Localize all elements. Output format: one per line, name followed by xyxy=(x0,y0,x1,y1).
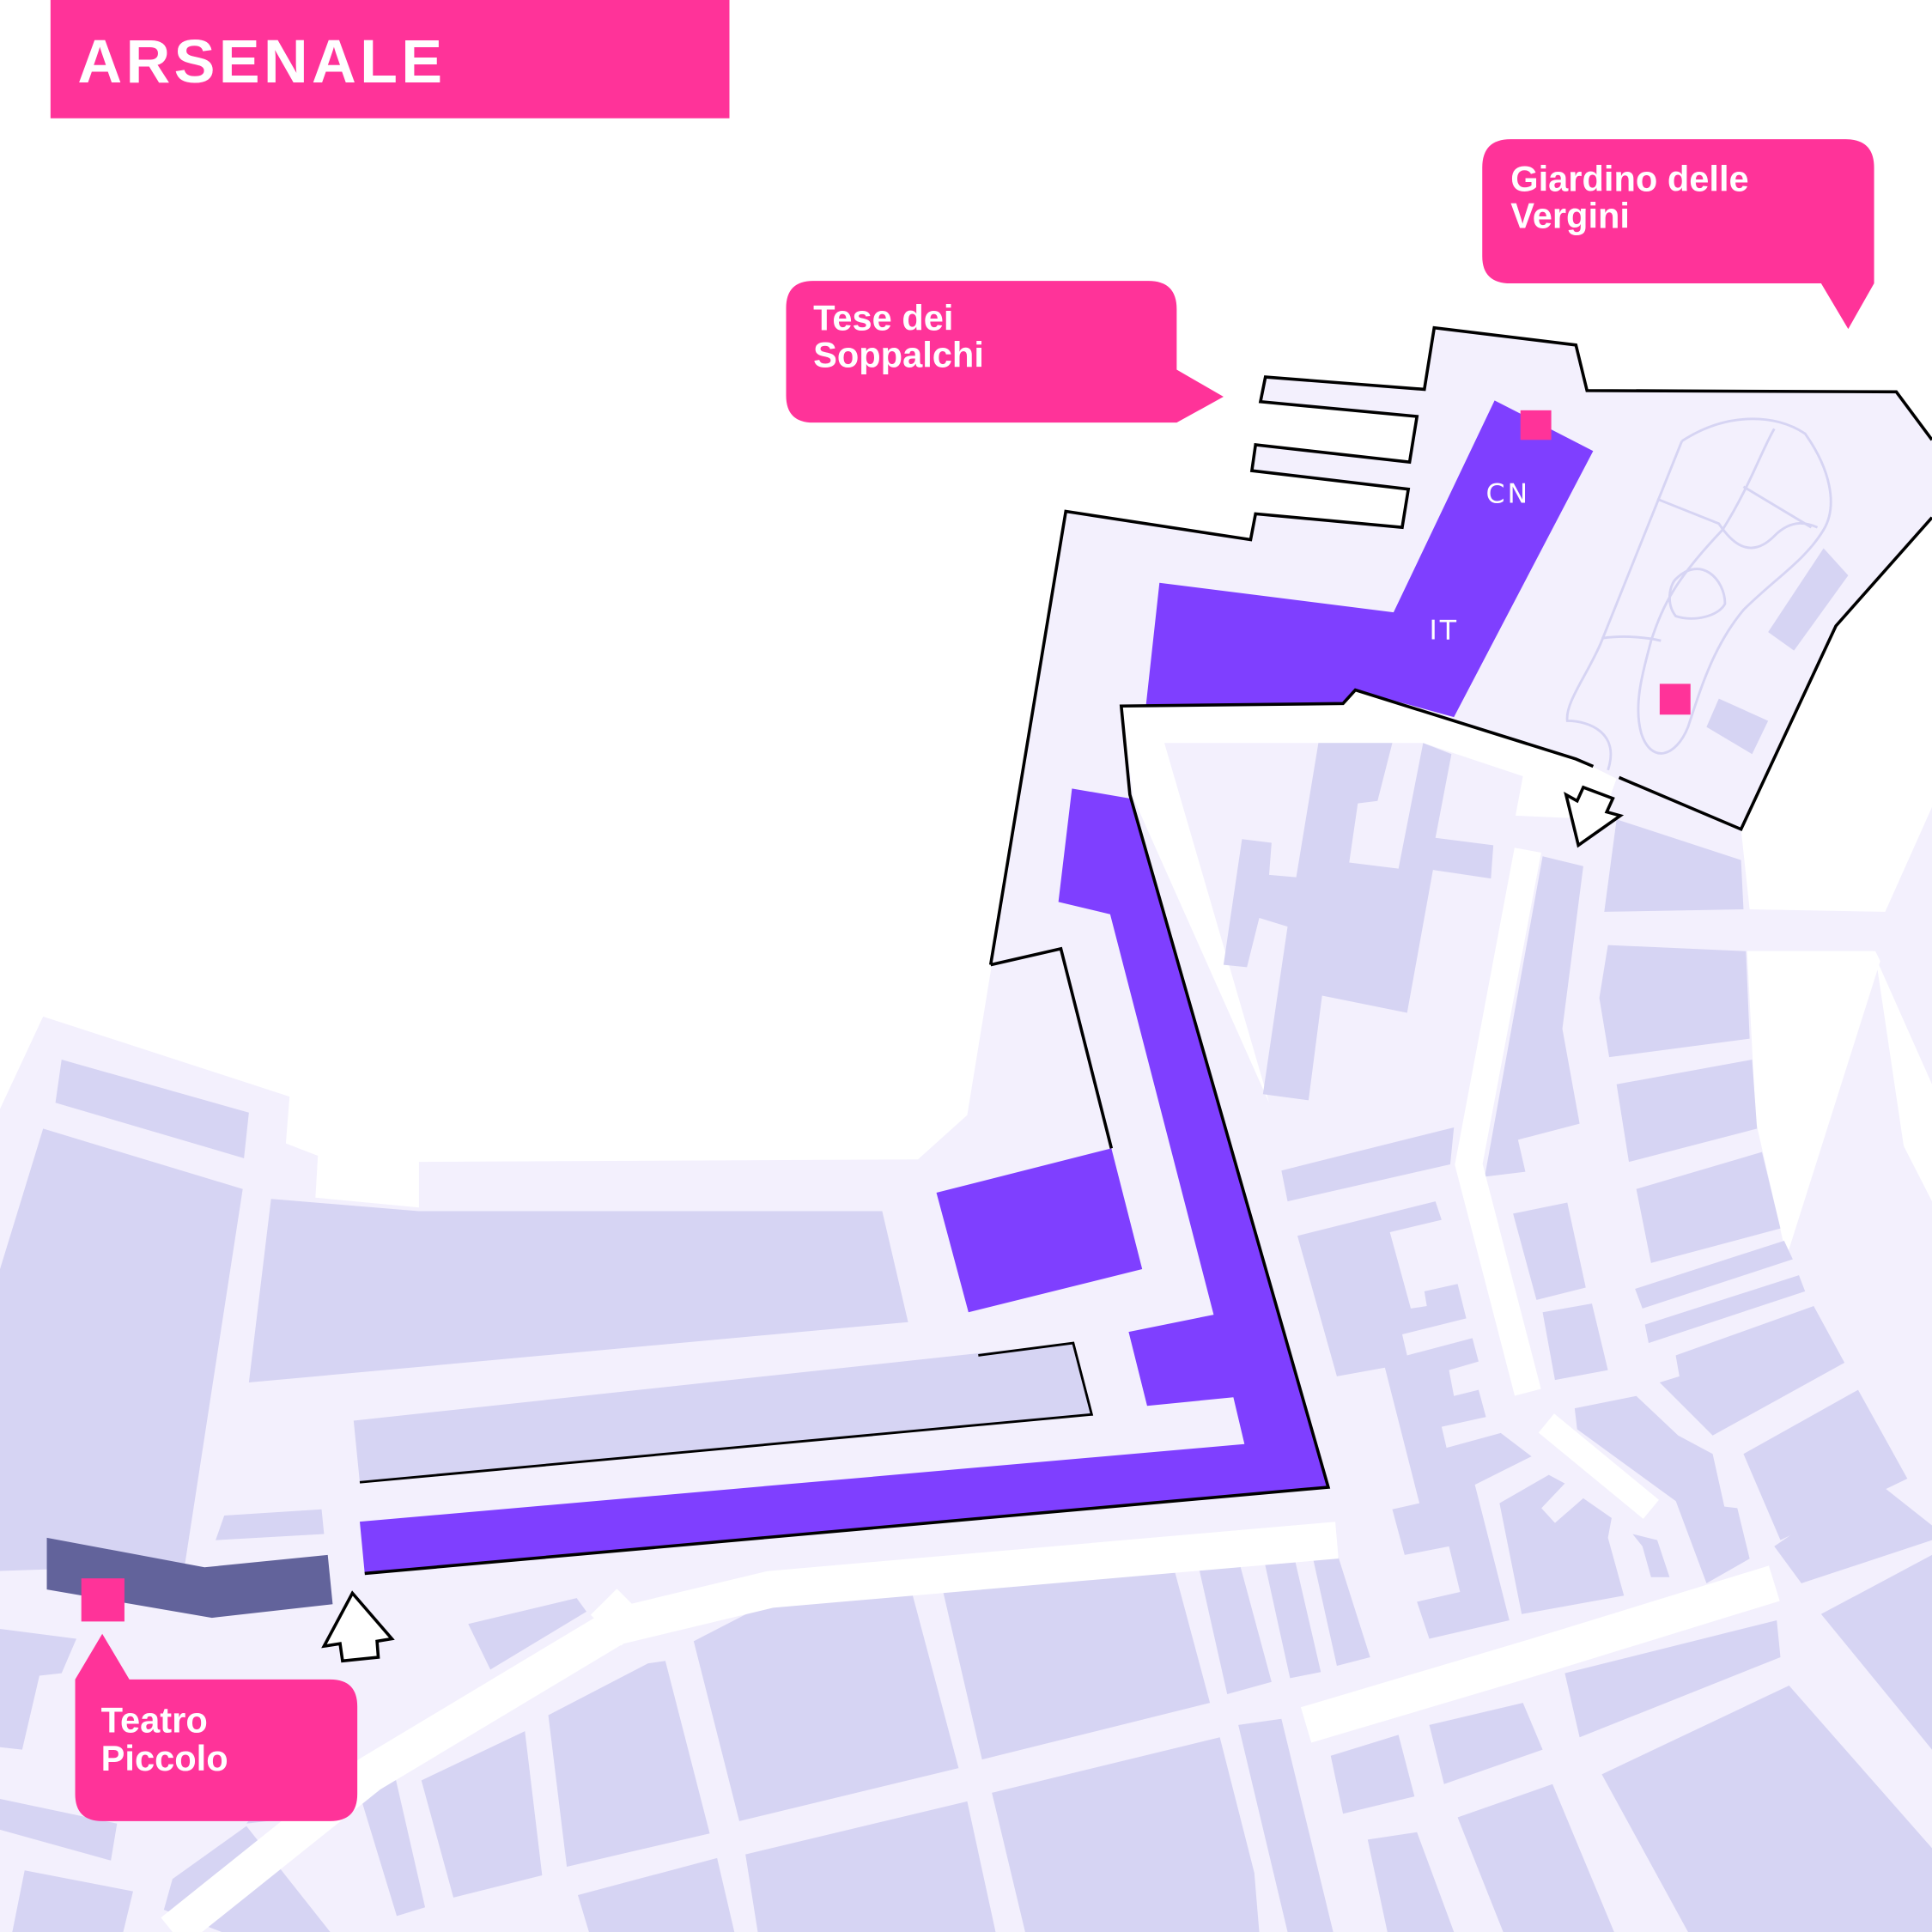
pavilion-code-cn: CN xyxy=(1486,478,1530,509)
entrance-arrow-icon[interactable] xyxy=(321,1590,395,1663)
park-building xyxy=(1768,548,1849,651)
canal xyxy=(1747,951,1880,1257)
park-paths xyxy=(1565,417,1832,771)
city-blocks xyxy=(0,743,1932,1932)
arsenale-wall xyxy=(359,325,1932,1576)
venue-marker-icon[interactable] xyxy=(81,1578,125,1622)
callout-teatro-piccolo[interactable]: Teatro Piccolo xyxy=(75,1633,358,1821)
entrance-arrow-icon[interactable] xyxy=(1564,785,1625,848)
main-roads xyxy=(161,848,1780,1932)
callout-line: Teatro xyxy=(101,1700,208,1741)
callout-tese-dei-soppalchi[interactable]: Tese dei Soppalchi xyxy=(786,281,1224,423)
venue-marker-icon[interactable] xyxy=(1520,410,1552,440)
callout-line: Vergini xyxy=(1510,195,1630,235)
venue-marker-icon[interactable] xyxy=(1659,683,1691,715)
callout-line: Giardino delle xyxy=(1510,158,1748,198)
pavilion-code-it: IT xyxy=(1430,616,1459,647)
park-building xyxy=(1706,698,1769,755)
callout-line: Piccolo xyxy=(101,1738,228,1778)
venue-corderie-north xyxy=(1145,400,1594,718)
page-title: ARSENALE xyxy=(50,0,730,118)
basin xyxy=(1121,690,1617,1103)
callout-giardino-delle-vergini[interactable]: Giardino delle Vergini xyxy=(1482,139,1874,330)
callout-line: Tese dei xyxy=(813,298,953,338)
venue-artiglierie xyxy=(936,1148,1143,1313)
callout-line: Soppalchi xyxy=(813,335,984,375)
title-text: ARSENALE xyxy=(77,27,446,96)
